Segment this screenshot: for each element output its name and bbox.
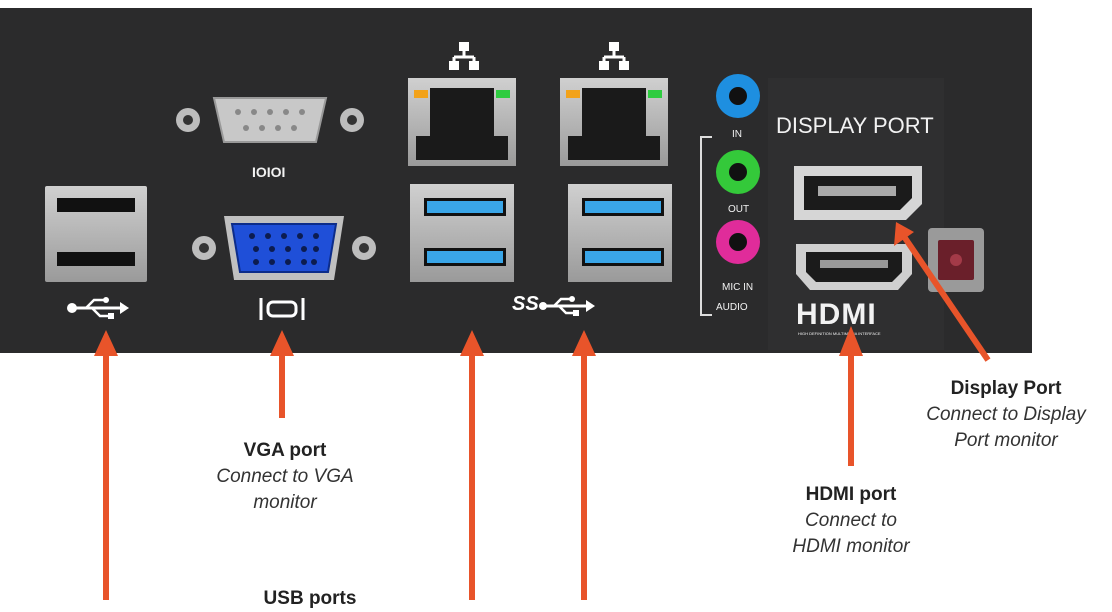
display-port-callout-line1: Connect to Display [926,404,1086,425]
display-port-panel-label: DISPLAY PORT [776,113,934,138]
usb3-port-stack-1 [410,184,514,282]
mic-in-jack [716,220,760,264]
display-port-callout-title: Display Port [950,378,1062,399]
arrow-vga [270,330,294,418]
vga-callout: VGA port Connect to VGA monitor [180,438,390,516]
network-icon [448,40,480,77]
vga-callout-title: VGA port [243,440,327,461]
serial-label: IOIOI [252,164,286,180]
vga-icon [258,296,306,327]
arrow-usb3-1 [460,330,484,600]
mic-in-label: MIC IN [722,282,754,293]
vga-port [186,210,382,286]
network-icon [598,40,630,77]
hdmi-small-print: HIGH DEFINITION MULTIMEDIA INTERFACE [798,331,881,336]
display-port-connector [792,164,924,227]
usb3-port-stack-2 [568,184,672,282]
audio-out-label: OUT [728,204,750,215]
display-port-callout-line2: Port monitor [954,430,1058,451]
audio-out-jack [716,150,760,194]
usb-callout-title: USB ports [263,588,357,609]
arrow-usb3-2 [572,330,596,600]
ethernet-port-1 [408,78,516,166]
hdmi-callout-title: HDMI port [805,484,897,505]
audio-label: AUDIO [716,302,748,313]
serial-port [172,92,368,148]
usb2-port-stack [45,186,147,282]
audio-in-label: IN [732,129,742,140]
hdmi-callout-line1: Connect to [805,510,897,531]
audio-bracket [700,136,712,316]
usb-callout: USB ports [240,586,380,612]
ss-logo-label: SS [512,293,539,315]
arrow-display-port [894,222,991,362]
usb-icon [66,296,130,325]
hdmi-connector [794,242,914,297]
arrow-usb2 [94,330,118,600]
display-port-callout: Display Port Connect to Display Port mon… [904,376,1108,454]
vga-callout-line1: Connect to VGA [216,466,354,487]
ethernet-port-2 [560,78,668,166]
hdmi-callout-line2: HDMI monitor [792,536,910,557]
hdmi-logo: HDMI [796,298,877,331]
arrow-hdmi [839,326,863,466]
audio-in-jack [716,74,760,118]
hdmi-callout: HDMI port Connect to HDMI monitor [756,482,946,560]
vga-callout-line2: monitor [253,492,317,513]
